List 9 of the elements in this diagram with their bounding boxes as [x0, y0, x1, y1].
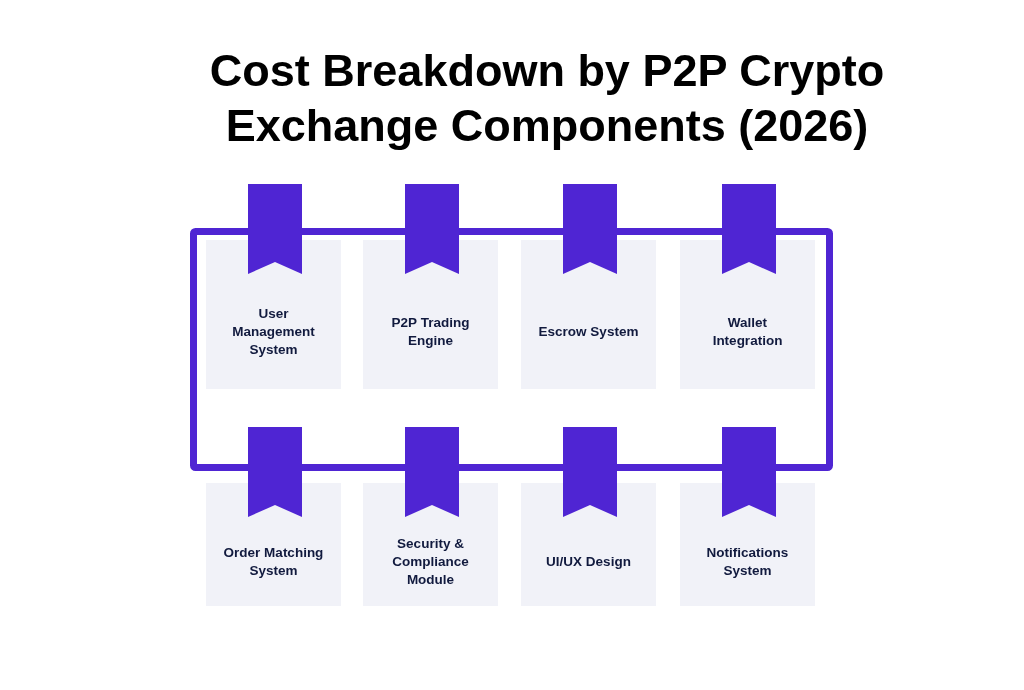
diagram-title: Cost Breakdown by P2P Crypto Exchange Components (2026)	[208, 44, 886, 153]
component-name: Escrow System	[538, 322, 639, 341]
component-name: Order Matching System	[222, 543, 325, 580]
component-name: Wallet Integration	[711, 313, 784, 350]
component-name: Security & Compliance Module	[391, 534, 470, 589]
component-name: UI/UX Design	[546, 552, 631, 571]
component-name: User Management System	[231, 304, 316, 359]
component-name: P2P Trading Engine	[390, 313, 471, 350]
component-name: Notifications System	[705, 543, 790, 580]
